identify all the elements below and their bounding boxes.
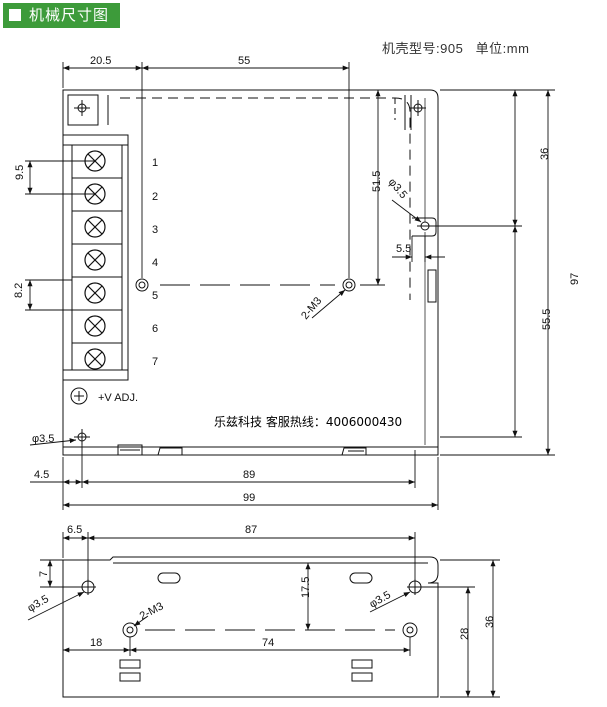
mounting-holes xyxy=(74,100,433,445)
pin-label: 5 xyxy=(152,290,158,302)
dim-phi-3-5-bottom-left: φ3.5 xyxy=(26,593,51,615)
dim-97: 97 xyxy=(569,273,581,285)
screw-icon xyxy=(84,249,106,271)
dim-7: 7 xyxy=(38,571,50,577)
hole-icon xyxy=(80,579,96,595)
square-bullet-icon xyxy=(9,9,21,21)
dim-55-5: 55.5 xyxy=(541,309,553,330)
header-note: 机壳型号:905 单位:mm xyxy=(382,38,529,57)
dim-87: 87 xyxy=(245,524,257,536)
dim-99: 99 xyxy=(243,492,255,504)
hotline-text: 乐兹科技 客服热线：4006000430 xyxy=(214,414,402,429)
dim-2-m3-bottom: 2-M3 xyxy=(138,600,166,622)
dim-phi-3-5-right: φ3.5 xyxy=(386,176,410,201)
dim-89: 89 xyxy=(243,469,255,481)
dim-74: 74 xyxy=(262,637,274,649)
dim-18: 18 xyxy=(90,637,102,649)
dim-6-5: 6.5 xyxy=(67,524,82,536)
terminal-screws xyxy=(84,150,106,370)
front-view xyxy=(62,89,439,456)
dim-51-5: 51.5 xyxy=(371,171,383,192)
pin-label: 1 xyxy=(152,157,158,169)
bottom-case-outline xyxy=(62,556,439,698)
screw-icon xyxy=(84,216,106,238)
pin-label: 4 xyxy=(152,257,158,269)
dim-9-5: 9.5 xyxy=(14,165,26,180)
front-case-outline xyxy=(62,89,439,456)
front-inner-dashed xyxy=(120,97,411,300)
m3-hole-icon xyxy=(402,622,418,638)
dim-55: 55 xyxy=(238,55,250,67)
hole-icon xyxy=(410,100,426,116)
terminal-block xyxy=(62,134,129,381)
bottom-view xyxy=(62,556,439,698)
front-dimensions xyxy=(25,62,555,510)
pin-label: 3 xyxy=(152,224,158,236)
vadj-label: +V ADJ. xyxy=(98,392,138,404)
bottom-holes xyxy=(80,579,423,638)
screw-icon xyxy=(84,348,106,370)
section-title-banner: 机械尺寸图 xyxy=(3,3,120,28)
bottom-dimensions xyxy=(27,532,500,698)
dim-4-5: 4.5 xyxy=(34,469,49,481)
dim-28: 28 xyxy=(459,628,471,640)
unit-label: 单位:mm xyxy=(475,41,530,56)
hole-icon xyxy=(417,221,433,231)
screw-icon xyxy=(84,315,106,337)
dim-17-5: 17.5 xyxy=(300,577,312,598)
case-model: 机壳型号:905 xyxy=(382,41,464,56)
pin-label: 6 xyxy=(152,323,158,335)
dim-36: 36 xyxy=(539,148,551,160)
screw-icon xyxy=(84,282,106,304)
hole-icon xyxy=(407,579,423,595)
pin-label: 7 xyxy=(152,356,158,368)
dim-20-5: 20.5 xyxy=(90,55,111,67)
section-title: 机械尺寸图 xyxy=(29,7,110,24)
dim-36-bottom: 36 xyxy=(484,616,496,628)
hole-icon xyxy=(74,100,90,116)
hole-icon xyxy=(74,429,90,445)
dim-2-m3: 2-M3 xyxy=(299,295,324,322)
dim-phi-3-5-left: φ3.5 xyxy=(32,433,54,445)
dim-8-2: 8.2 xyxy=(13,283,25,298)
m3-hole-icon xyxy=(342,278,356,292)
dim-5-5: 5.5 xyxy=(396,243,411,255)
pin-numbers: 1 2 3 4 5 6 7 xyxy=(152,157,158,368)
vadj-potentiometer-icon xyxy=(70,387,88,405)
m3-hole-icon xyxy=(135,278,149,292)
pin-label: 2 xyxy=(152,191,158,203)
